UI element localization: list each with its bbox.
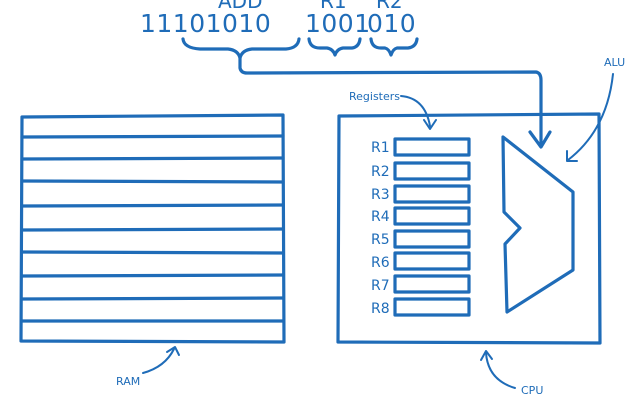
register-label-r1: R1 <box>371 140 390 156</box>
registers-label-pointer-head <box>423 119 437 130</box>
register-label-r7: R7 <box>371 278 390 294</box>
register-label-r5: R5 <box>371 232 390 248</box>
ram-label-pointer <box>142 348 175 374</box>
instruction-label-add: ADD <box>218 0 262 13</box>
register-box-r8 <box>393 297 471 317</box>
alu-label: ALU <box>604 56 625 69</box>
instruction-bits-reg1: 1001 <box>305 9 371 38</box>
ram-row-line <box>20 227 285 232</box>
register-box-r4 <box>393 206 471 226</box>
register-label-r4: R4 <box>371 209 390 225</box>
ram-block <box>19 113 286 344</box>
instruction-bits-reg2: 010 <box>367 9 416 38</box>
ram-label: RAM <box>116 375 140 388</box>
ram-label-pointer-head <box>166 346 180 356</box>
cpu-label: CPU <box>521 384 543 397</box>
ram-row-line <box>20 179 285 184</box>
ram-row-line <box>20 156 285 161</box>
ram-row-line <box>20 273 285 278</box>
ram-row-line <box>20 134 285 139</box>
opcode-brace <box>181 37 301 60</box>
reg1-brace <box>307 37 362 57</box>
register-label-r3: R3 <box>371 187 390 203</box>
instruction-label-r1: R1 <box>320 0 347 13</box>
ram-row-line <box>20 250 285 255</box>
register-box-r3 <box>393 184 471 204</box>
register-box-r7 <box>393 274 471 294</box>
instruction-bits-opcode: 11101010 <box>140 9 271 38</box>
cpu-outline <box>336 112 602 345</box>
opcode-to-alu-connector <box>238 56 543 147</box>
register-box-r2 <box>393 161 471 181</box>
ram-row-line <box>20 203 285 208</box>
alu-label-pointer-head <box>566 150 578 162</box>
opcode-to-alu-arrowhead <box>528 130 552 149</box>
register-label-r8: R8 <box>371 301 390 317</box>
alu-shape <box>501 135 575 314</box>
cpu-label-pointer <box>485 352 516 389</box>
register-label-r6: R6 <box>371 255 390 271</box>
ram-row-line <box>20 296 285 301</box>
reg2-brace <box>369 37 419 57</box>
alu-label-pointer <box>567 73 614 161</box>
instruction-label-r2: R2 <box>376 0 403 13</box>
cpu-block: R1 R2 R3 R4 R5 R6 R7 R8 <box>336 112 602 345</box>
register-box-r1 <box>393 137 471 157</box>
register-box-r6 <box>393 251 471 271</box>
cpu-label-pointer-head <box>480 350 493 361</box>
ram-outline <box>19 113 286 344</box>
registers-label-pointer <box>400 95 431 127</box>
registers-label: Registers <box>349 90 400 103</box>
register-label-r2: R2 <box>371 164 390 180</box>
ram-rows <box>20 134 285 323</box>
register-box-r5 <box>393 229 471 249</box>
